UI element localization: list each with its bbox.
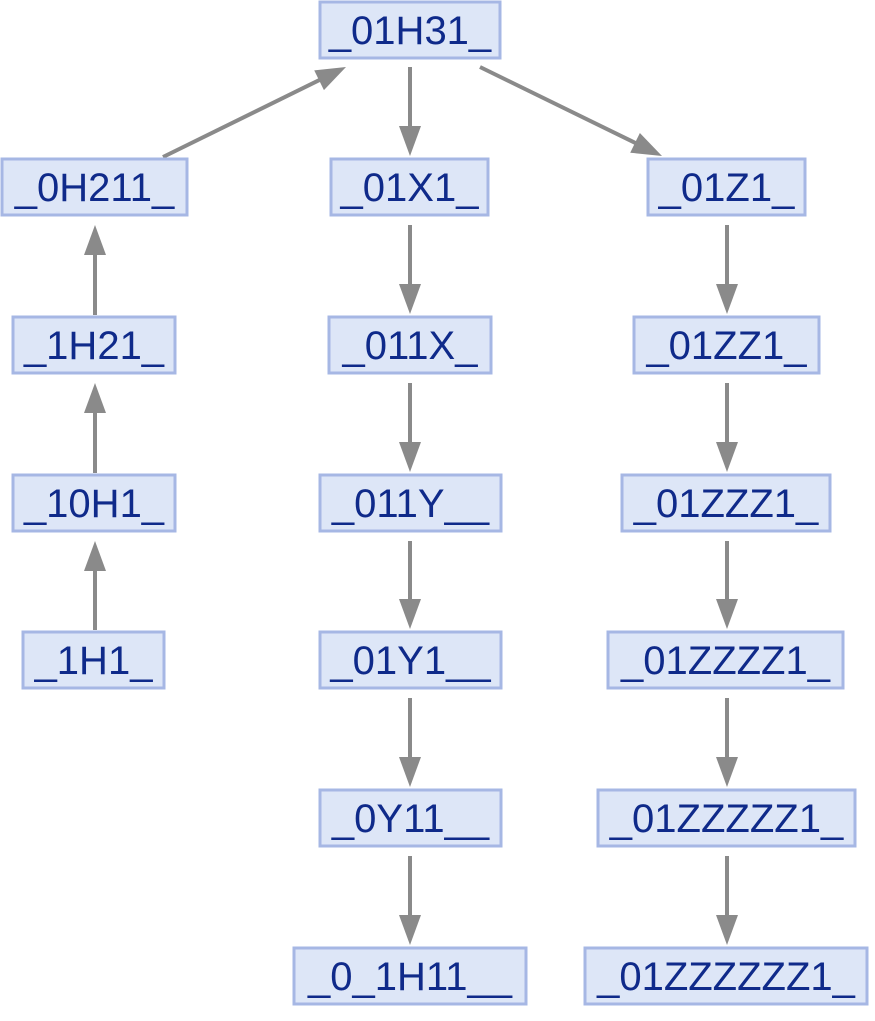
node-label: _10H1_ xyxy=(23,482,165,526)
node-label: _1H1_ xyxy=(34,639,154,683)
node-box[interactable] xyxy=(596,788,857,848)
edge-n01ZZZZ1-to-n01ZZZZZ1 xyxy=(716,698,738,787)
arrowhead-icon xyxy=(84,225,106,255)
edge-n1H1-to-n10H1 xyxy=(84,541,106,630)
node-n01Z1[interactable]: _01Z1_ xyxy=(646,157,807,217)
edge-n011Y-to-n01Y1 xyxy=(399,541,421,629)
node-label: _0Y11__ xyxy=(331,797,490,841)
node-n01X1[interactable]: _01X1_ xyxy=(329,157,490,217)
node-label: _01Z1_ xyxy=(658,166,795,210)
arrowhead-icon xyxy=(399,915,421,945)
node-box[interactable] xyxy=(318,0,502,60)
node-label: _01ZZZZZ1_ xyxy=(609,797,844,841)
node-box[interactable] xyxy=(606,630,845,690)
node-box[interactable] xyxy=(21,630,166,690)
node-n0_1H11[interactable]: _0_1H11__ xyxy=(292,946,528,1006)
edges-layer xyxy=(84,65,738,945)
node-n01ZZZZZ1[interactable]: _01ZZZZZ1_ xyxy=(596,788,857,848)
arrowhead-icon xyxy=(716,757,738,787)
node-box[interactable] xyxy=(318,788,503,848)
node-n10H1[interactable]: _10H1_ xyxy=(11,473,177,533)
edge-n01X1-to-n011X xyxy=(399,225,421,314)
arrowhead-icon xyxy=(399,126,421,156)
arrowhead-icon xyxy=(399,599,421,629)
node-label: _01ZZZZZZ1_ xyxy=(596,955,856,999)
edge-n011X-to-n011Y xyxy=(399,383,421,472)
node-box[interactable] xyxy=(292,946,528,1006)
edge-n0Y11-to-n0_1H11 xyxy=(399,856,421,945)
arrowhead-icon xyxy=(716,442,738,472)
edge-n01H31-to-n01Z1 xyxy=(479,65,662,156)
nodes-layer: _01H31_ _0H211_ _1H21_ _10H1_ _1H1_ _01X1_ _01… xyxy=(0,0,869,1006)
edge-n01ZZZ1-to-n01ZZZZ1 xyxy=(716,541,738,629)
node-n01Y1[interactable]: _01Y1__ xyxy=(318,630,503,690)
arrowhead-icon xyxy=(716,284,738,314)
arrowhead-icon xyxy=(84,383,106,413)
arrowhead-icon xyxy=(399,284,421,314)
node-label: _1H21_ xyxy=(23,324,165,368)
node-n01ZZ1[interactable]: _01ZZ1_ xyxy=(632,315,821,375)
node-box[interactable] xyxy=(632,315,821,375)
node-box[interactable] xyxy=(318,473,503,533)
edge-n01H31-to-n01X1 xyxy=(399,67,421,156)
node-box[interactable] xyxy=(329,157,490,217)
node-label: _011X_ xyxy=(342,324,479,368)
node-box[interactable] xyxy=(646,157,807,217)
node-box[interactable] xyxy=(620,473,832,533)
arrowhead-icon xyxy=(84,541,106,571)
edge-n0H211-to-n01H31 xyxy=(162,67,346,159)
edge-n1H21-to-n0H211 xyxy=(84,225,106,315)
node-label: _01ZZZZ1_ xyxy=(620,639,831,683)
node-label: _01H31_ xyxy=(328,9,492,53)
node-n1H21[interactable]: _1H21_ xyxy=(11,315,177,375)
arrowhead-icon xyxy=(399,757,421,787)
edge-line xyxy=(162,77,322,159)
node-n01ZZZ1[interactable]: _01ZZZ1_ xyxy=(620,473,832,533)
node-n011Y[interactable]: _011Y__ xyxy=(318,473,503,533)
node-n01H31[interactable]: _01H31_ xyxy=(318,0,502,60)
edge-n01Z1-to-n01ZZ1 xyxy=(716,225,738,314)
node-n011X[interactable]: _011X_ xyxy=(327,315,493,375)
node-n01ZZZZ1[interactable]: _01ZZZZ1_ xyxy=(606,630,845,690)
node-box[interactable] xyxy=(318,630,503,690)
node-box[interactable] xyxy=(583,946,869,1006)
node-n1H1[interactable]: _1H1_ xyxy=(21,630,166,690)
edge-n01Y1-to-n0Y11 xyxy=(399,698,421,787)
node-label: _01ZZ1_ xyxy=(645,324,807,368)
node-n01ZZZZZZ1[interactable]: _01ZZZZZZ1_ xyxy=(583,946,869,1006)
arrowhead-icon xyxy=(314,67,346,91)
node-box[interactable] xyxy=(327,315,493,375)
node-box[interactable] xyxy=(0,157,189,217)
node-label: _0_1H11__ xyxy=(307,955,513,999)
arrowhead-icon xyxy=(716,915,738,945)
edge-line xyxy=(479,65,638,146)
node-box[interactable] xyxy=(11,473,177,533)
arrowhead-icon xyxy=(630,132,662,156)
node-label: _0H211_ xyxy=(14,166,175,210)
edge-n01ZZ1-to-n01ZZZ1 xyxy=(716,383,738,472)
edge-n10H1-to-n1H21 xyxy=(84,383,106,473)
node-label: _01X1_ xyxy=(340,166,480,210)
arrowhead-icon xyxy=(716,599,738,629)
node-n0H211[interactable]: _0H211_ xyxy=(0,157,189,217)
node-n0Y11[interactable]: _0Y11__ xyxy=(318,788,503,848)
edge-n01ZZZZZ1-to-n01ZZZZZZ1 xyxy=(716,856,738,945)
node-label: _011Y__ xyxy=(331,482,490,526)
arrowhead-icon xyxy=(399,442,421,472)
node-box[interactable] xyxy=(11,315,177,375)
node-label: _01Y1__ xyxy=(329,639,491,683)
node-label: _01ZZZ1_ xyxy=(633,482,819,526)
